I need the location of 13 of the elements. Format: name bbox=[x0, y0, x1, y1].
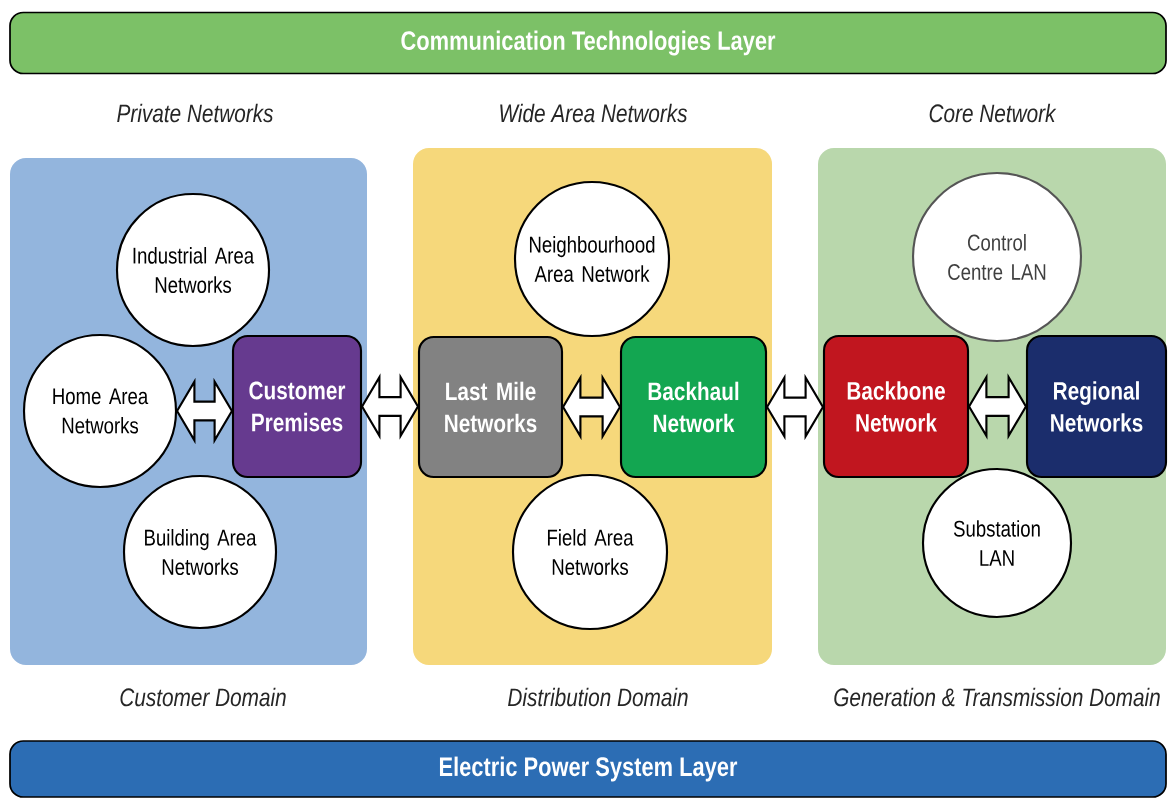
panel-heading: Distribution Domain bbox=[508, 687, 688, 707]
panel-heading: Customer Domain bbox=[120, 687, 286, 707]
panel-heading: Private Networks bbox=[117, 103, 274, 123]
layer-band: Electric Power System Layer bbox=[9, 740, 1167, 798]
network-box: Backhaul Network bbox=[619, 335, 768, 479]
network-box: Regional Networks bbox=[1025, 334, 1168, 479]
panel-heading: Wide Area Networks bbox=[500, 103, 688, 123]
panel-heading: Generation & Transmission Domain bbox=[834, 687, 1160, 707]
panel-heading: Core Network bbox=[929, 103, 1057, 123]
network-box: Backbone Network bbox=[822, 334, 970, 479]
layer-band: Communication Technologies Layer bbox=[9, 11, 1167, 75]
network-box: Last Mile Networks bbox=[417, 335, 564, 479]
network-box: Customer Premises bbox=[231, 334, 363, 479]
